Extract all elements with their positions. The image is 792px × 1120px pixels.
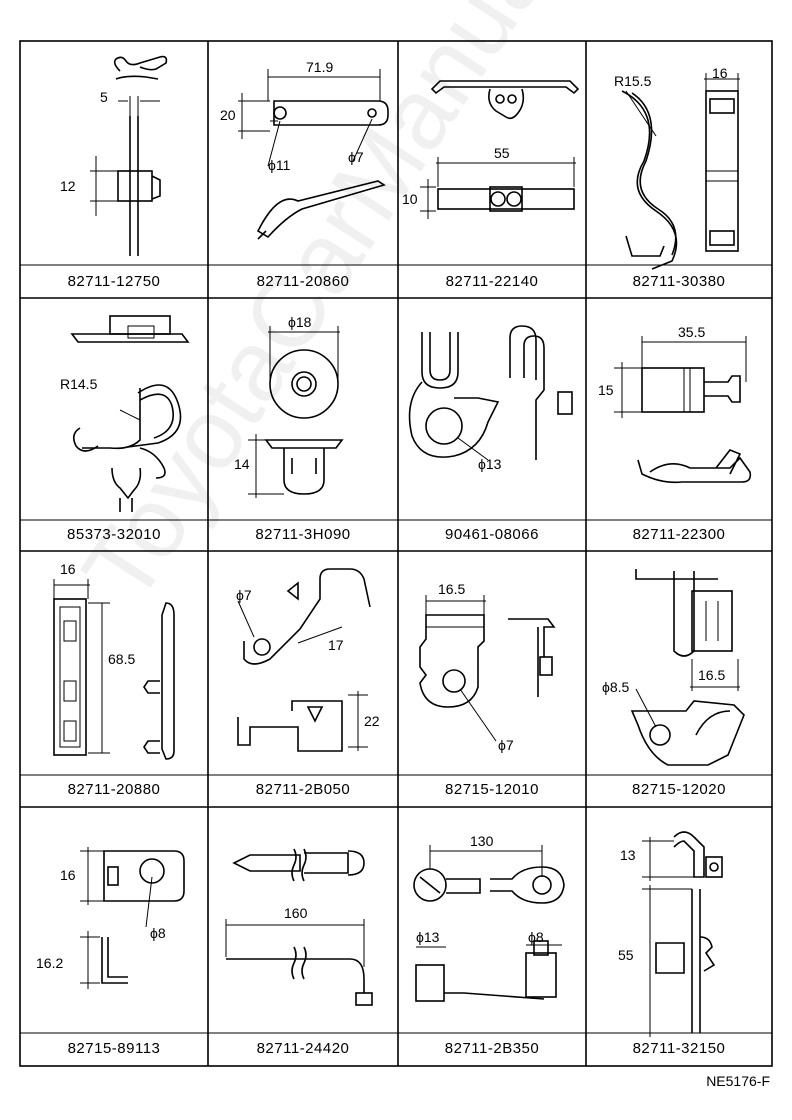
- part-number: 85373-32010: [67, 526, 161, 543]
- drawing-reference: NE5176-F: [706, 1073, 770, 1089]
- clamp-bracket-drawing: [408, 325, 573, 461]
- double-clamp-drawing: [621, 73, 740, 270]
- dim-length: 68.5: [108, 651, 136, 667]
- dim-length: 71.9: [306, 59, 334, 75]
- dim-length: 160: [284, 905, 308, 921]
- dim-length: 35.5: [678, 324, 706, 340]
- part-cell-82711-22300: 35.5 15 82711-22300: [586, 298, 772, 551]
- dim-height: 55: [618, 947, 634, 963]
- dim-height: 20: [220, 107, 236, 123]
- long-clip-drawing: [53, 579, 175, 760]
- dim-length: 16.2: [36, 955, 64, 971]
- dim-height: 12: [60, 178, 76, 194]
- dim-radius: R14.5: [60, 376, 98, 392]
- dim-hole-small: ϕ7: [348, 149, 364, 165]
- part-number: 82711-22300: [632, 526, 726, 543]
- part-cell-82711-32150: 13 55 82711-32150: [586, 807, 772, 1066]
- part-number: 82711-2B050: [255, 781, 351, 798]
- part-number: 82715-89113: [67, 1040, 161, 1057]
- dim-length: 55: [494, 145, 510, 161]
- part-cell-82711-24420: 160 82711-24420: [208, 807, 398, 1066]
- part-number: 82711-2B350: [444, 1040, 540, 1057]
- push-clip-disc-drawing: [248, 326, 344, 498]
- flat-bracket-drawing: [80, 847, 185, 989]
- tab-bracket-drawing: [419, 595, 556, 742]
- part-cell-82711-3H090: ϕ18 14 82711-3H090: [208, 298, 398, 551]
- part-cell-82711-22140: 55 10 82711-22140: [398, 41, 586, 298]
- part-number: 82711-30380: [632, 273, 726, 290]
- part-number: 82711-20860: [256, 273, 350, 290]
- part-number: 82711-32150: [632, 1040, 726, 1057]
- dim-hole: ϕ7: [498, 737, 514, 753]
- bracket-plate-drawing: [238, 69, 389, 240]
- dim-height: 22: [364, 713, 380, 729]
- part-number: 90461-08066: [445, 526, 539, 543]
- part-number: 82715-12010: [445, 781, 539, 798]
- dim-height: 14: [234, 456, 250, 472]
- part-number: 82711-22140: [445, 273, 539, 290]
- strip-clip-drawing: [420, 80, 580, 219]
- part-number: 82711-20880: [67, 781, 161, 798]
- part-cell-82711-20880: 16 68.5 82711-20880: [20, 551, 208, 807]
- dim-width: 16.5: [698, 667, 726, 683]
- dim-width: 16: [60, 561, 76, 577]
- dim-diameter-small: ϕ8: [528, 929, 544, 945]
- cable-tie-drawing: [413, 845, 565, 1002]
- dim-height: 16: [60, 867, 76, 883]
- part-cell-82715-12020: ϕ8.5 16.5 82715-12020: [586, 551, 772, 807]
- hose-clamp-drawing: [70, 315, 190, 512]
- dim-hole: ϕ8: [150, 925, 166, 941]
- dim-hole: ϕ13: [478, 456, 502, 472]
- post-clip-drawing: [642, 831, 723, 1037]
- part-number: 82711-24420: [256, 1040, 350, 1057]
- bent-bracket-drawing: [237, 568, 371, 752]
- dim-width: 5: [100, 89, 108, 105]
- dim-height: 10: [402, 191, 418, 207]
- dim-hole: ϕ7: [236, 587, 252, 603]
- part-number: 82711-3H090: [255, 526, 351, 543]
- part-number: 82715-12020: [632, 781, 726, 798]
- dim-width: 16.5: [438, 581, 466, 597]
- band-clip-drawing: [614, 336, 752, 484]
- pin-clip-drawing: [225, 848, 373, 1006]
- dim-width: 16: [712, 65, 728, 81]
- part-cell-82715-89113: 16 ϕ8 16.2 82715-89113: [20, 807, 208, 1066]
- dim-height-top: 13: [620, 847, 636, 863]
- part-cell-82711-2B350: 130 ϕ13 ϕ8 82711-2B350: [398, 807, 586, 1066]
- clip-rod-drawing: [90, 55, 168, 256]
- part-cell-85373-32010: R14.5 85373-32010: [20, 298, 208, 551]
- part-cell-82715-12010: 16.5 ϕ7 82715-12010: [398, 551, 586, 807]
- mount-bracket-drawing: [630, 569, 745, 766]
- dim-diameter-large: ϕ13: [416, 929, 440, 945]
- part-cell-82711-30380: R15.5 16 82711-30380: [586, 41, 772, 298]
- part-cell-82711-2B050: ϕ7 17 22 82711-2B050: [208, 551, 398, 807]
- dim-radius: R15.5: [614, 73, 652, 89]
- dim-length: 17: [328, 637, 344, 653]
- part-cell-82711-20860: 71.9 20 ϕ11 ϕ7 82711-20860: [208, 41, 398, 298]
- part-cell-82711-12750: 5 12 82711-12750: [20, 41, 208, 298]
- dim-height: 15: [598, 382, 614, 398]
- dim-diameter: ϕ18: [288, 314, 312, 330]
- dim-length: 130: [470, 833, 494, 849]
- dim-hole: ϕ8.5: [602, 679, 630, 695]
- part-cell-90461-08066: ϕ13 90461-08066: [398, 298, 586, 551]
- dim-hole-large: ϕ11: [268, 157, 291, 173]
- part-number: 82711-12750: [67, 273, 161, 290]
